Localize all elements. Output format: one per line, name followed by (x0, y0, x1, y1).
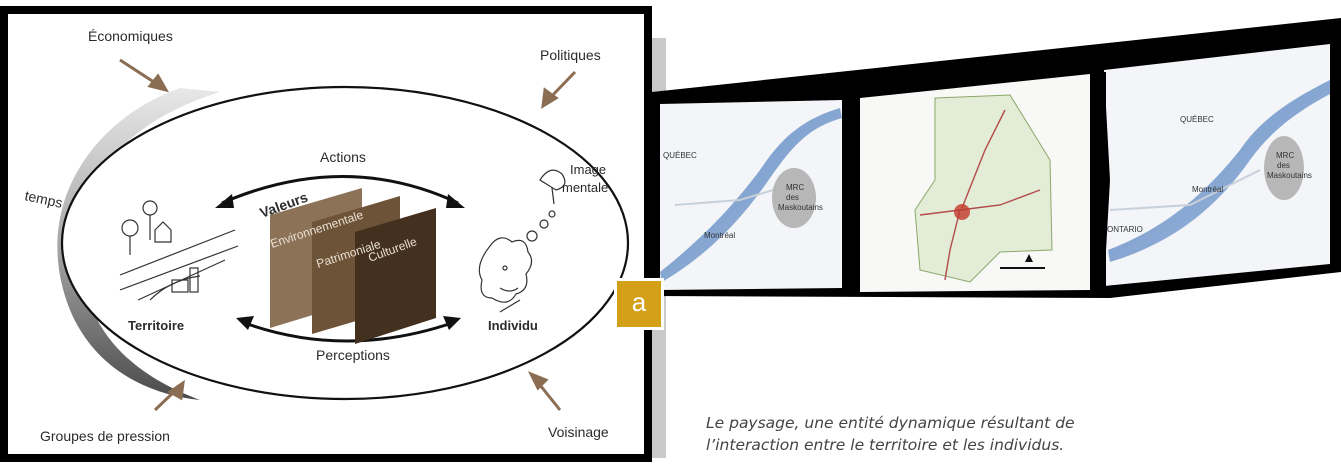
map1-label-mrc-3: Maskoutains (778, 203, 823, 212)
film-separator-1 (842, 96, 860, 296)
label-economiques: Économiques (88, 28, 173, 44)
map3-label-ontario: ONTARIO (1107, 225, 1143, 234)
map3-label-mrc-2: des (1277, 161, 1290, 170)
map1-label-quebec: QUÉBEC (663, 151, 697, 160)
map3-label-quebec: QUÉBEC (1180, 115, 1214, 124)
map3-label-mrc-3: Maskoutains (1267, 171, 1312, 180)
label-groupes-de-pression: Groupes de pression (40, 428, 170, 444)
map-quebec-montreal: QUÉBEC Montréal MRC des Maskoutains (660, 100, 842, 290)
label-perceptions: Perceptions (316, 347, 390, 363)
map1-label-montreal: Montréal (704, 231, 735, 240)
map1-label-mrc-1: MRC (786, 183, 804, 192)
label-image-mentale-2: mentale (562, 180, 608, 195)
label-actions: Actions (320, 149, 366, 165)
map1-label-mrc-2: des (786, 193, 799, 202)
caption: Le paysage, une entité dynamique résulta… (706, 412, 1226, 456)
label-image-mentale-1: Image (570, 162, 606, 177)
map3-label-mrc-1: MRC (1276, 151, 1294, 160)
caption-line-1: Le paysage, une entité dynamique résulta… (706, 412, 1226, 434)
map3-label-montreal: Montréal (1192, 185, 1223, 194)
caption-line-2: l’interaction entre le territoire et les… (706, 434, 1226, 456)
map-quebec-ontario: QUÉBEC ONTARIO Montréal MRC des Maskouta… (1104, 44, 1330, 286)
label-territoire: Territoire (128, 318, 184, 333)
label-individu: Individu (488, 318, 538, 333)
label-politiques: Politiques (540, 47, 601, 63)
badge-a: a (614, 278, 664, 330)
map-mrc-detail (860, 74, 1090, 292)
label-voisinage: Voisinage (548, 424, 609, 440)
film-separator-2 (1090, 72, 1106, 296)
